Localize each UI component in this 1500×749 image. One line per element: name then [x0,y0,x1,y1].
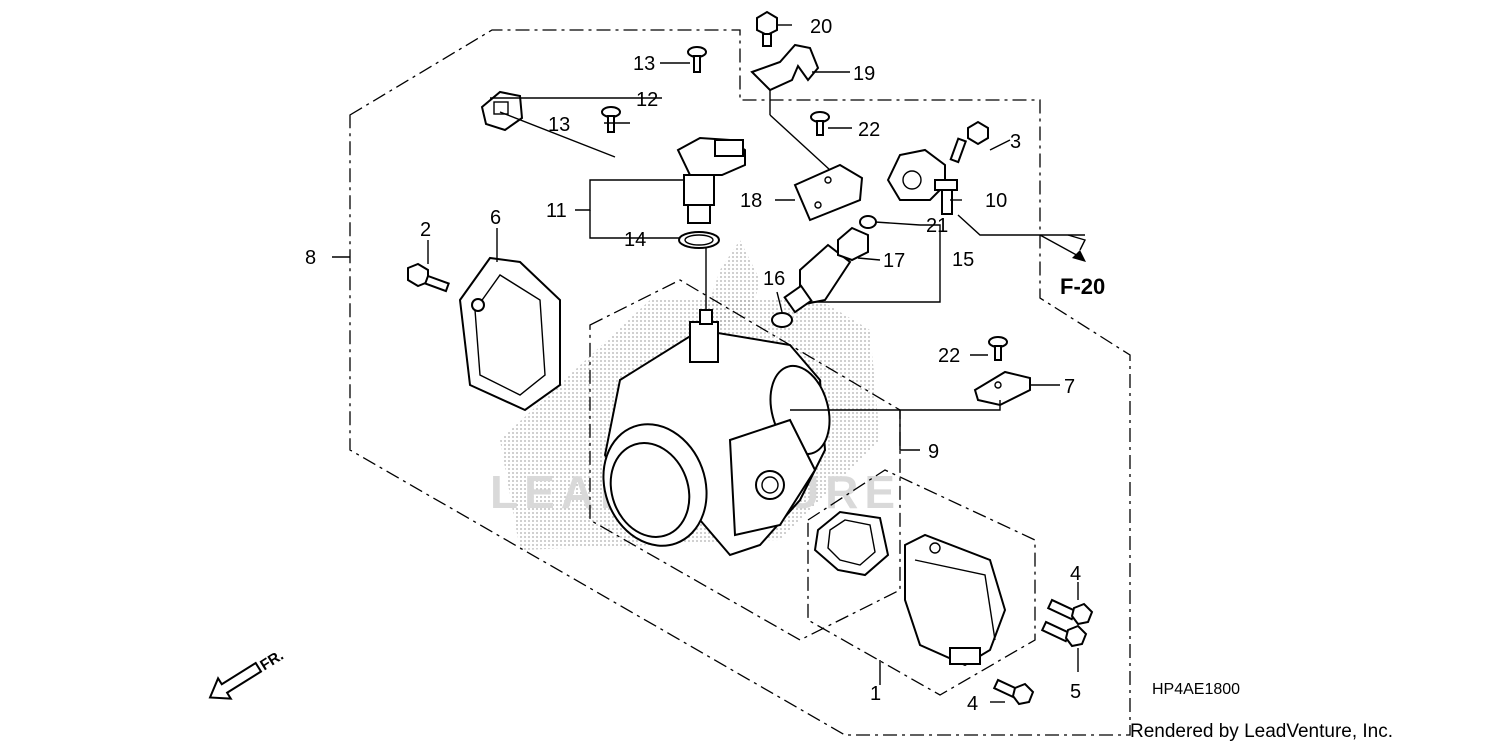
screw-13-upper [687,46,707,73]
cap-17 [837,226,869,262]
screw-22-lower [988,336,1008,361]
callout-17[interactable]: 17 [883,250,905,272]
assembly-8-outline [349,29,1131,736]
callout-6[interactable]: 6 [490,207,501,229]
assembly-9-outline [589,279,901,641]
callout-14[interactable]: 14 [624,229,646,251]
callouts: 1 2 3 4 4 5 6 7 8 9 10 11 12 13 13 14 15… [305,16,1081,715]
callout-4-upper[interactable]: 4 [1070,563,1081,585]
bolt-4-lower [992,678,1035,706]
plate-7 [973,370,1031,407]
injector-15 [783,243,852,314]
callout-5[interactable]: 5 [1070,681,1081,703]
throttle-body-9 [602,245,831,557]
callout-18[interactable]: 18 [740,190,762,212]
callout-19[interactable]: 19 [853,63,875,85]
sensor-10 [886,148,958,215]
gasket-1 [813,510,890,577]
assembly-1-outline [807,469,1036,696]
reference-label[interactable]: F-20 [1060,274,1105,299]
bolt-3 [949,120,989,164]
credit-text: Rendered by LeadVenture, Inc. [1130,721,1393,742]
callout-16[interactable]: 16 [763,268,785,290]
front-direction-indicator: FR. [208,647,287,700]
cover-6 [458,256,561,412]
callout-7[interactable]: 7 [1064,376,1075,398]
reference-arrow-icon [1039,234,1086,262]
callout-13-lower[interactable]: 13 [548,114,570,136]
callout-20[interactable]: 20 [810,16,832,38]
front-label: FR. [257,647,287,674]
holder-12 [480,90,524,132]
screw-22-upper [810,111,830,136]
callout-10[interactable]: 10 [985,190,1007,212]
bolt-5 [1040,620,1088,648]
front-arrow-icon [208,661,263,700]
callout-22-lower[interactable]: 22 [938,345,960,367]
callout-11[interactable]: 11 [546,200,567,222]
callout-8[interactable]: 8 [305,247,316,269]
assembly-outlines [349,29,1131,736]
callout-2[interactable]: 2 [420,219,431,241]
callout-1[interactable]: 1 [870,683,881,705]
callout-4-lower[interactable]: 4 [967,693,978,715]
seal-16 [771,312,793,328]
callout-12[interactable]: 12 [636,89,658,111]
clamp-19 [750,43,820,92]
throttle-position-sensor-1 [904,533,1007,667]
sensor-11 [676,136,746,224]
callout-13-upper[interactable]: 13 [633,53,655,75]
leader-lines [332,24,1087,703]
bolt-4-upper [1046,598,1094,626]
diagram-code: HP4AE1800 [1152,681,1240,698]
callout-15[interactable]: 15 [952,249,974,271]
bolt-2 [407,262,450,293]
callout-9[interactable]: 9 [928,441,939,463]
callout-21[interactable]: 21 [926,215,948,237]
screw-13-lower [601,106,621,133]
callout-22-upper[interactable]: 22 [858,119,880,141]
callout-3[interactable]: 3 [1010,131,1021,153]
bolt-20 [756,10,778,47]
stay-18 [793,163,864,222]
o-ring-21 [859,215,877,229]
